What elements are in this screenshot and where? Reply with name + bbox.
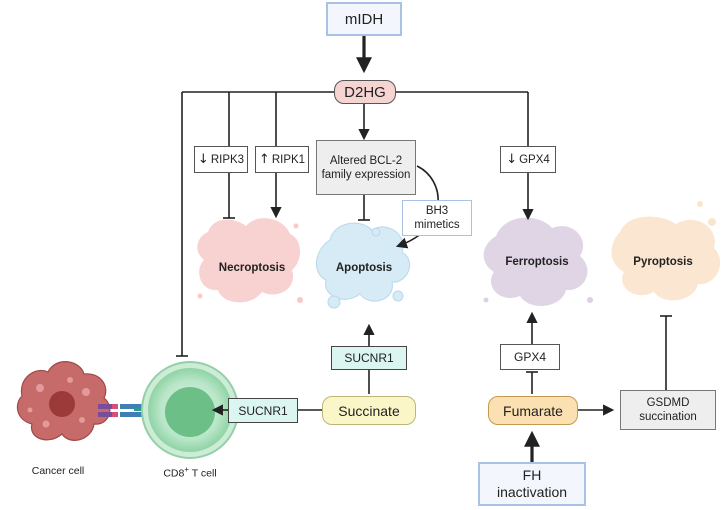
- altered-bcl2-label: Altered BCL-2 family expression: [321, 154, 411, 181]
- altered-bcl2-node: Altered BCL-2 family expression: [316, 140, 416, 195]
- apoptosis-label: Apoptosis: [335, 262, 393, 274]
- necroptosis-blob: [197, 218, 303, 303]
- succinate-node: Succinate: [322, 396, 416, 425]
- cancer-cell-label: Cancer cell: [31, 465, 85, 477]
- down-arrow-icon: ↓: [506, 152, 518, 167]
- d2hg-node: D2HG: [334, 80, 396, 104]
- apoptosis-blob: [316, 222, 411, 309]
- ripk1-label: RIPK1: [271, 153, 306, 166]
- sucnr1-tcell-label: SUCNR1: [238, 403, 288, 418]
- succinate-label: Succinate: [338, 402, 400, 419]
- ripk1-node: ↑ RIPK1: [255, 146, 309, 173]
- gpx4-mid-node: GPX4: [500, 344, 560, 370]
- fumarate-label: Fumarate: [503, 402, 563, 419]
- cancer-cell-illustration: [16, 361, 111, 441]
- fh-inactivation-label: FH inactivation: [496, 467, 568, 500]
- cd8-text: CD8: [163, 467, 185, 480]
- fh-inactivation-node: FH inactivation: [478, 462, 586, 506]
- t-cell-text: T cell: [189, 467, 217, 480]
- pyroptosis-blob: [611, 201, 721, 301]
- gpx4-top-label: GPX4: [519, 153, 550, 166]
- gpx4-top-node: ↓ GPX4: [500, 146, 556, 173]
- cd8-t-cell-illustration: [141, 361, 239, 459]
- ferroptosis-blob: [483, 217, 593, 307]
- d2hg-label: D2HG: [344, 83, 386, 101]
- pyroptosis-label: Pyroptosis: [633, 256, 693, 268]
- sucnr1-upper-label: SUCNR1: [344, 351, 394, 365]
- ripk3-node: ↓ RIPK3: [194, 146, 248, 173]
- midh-label: mIDH: [344, 10, 384, 28]
- gsdmd-succination-node: GSDMD succination: [620, 390, 716, 430]
- gpx4-mid-label: GPX4: [513, 350, 546, 364]
- necroptosis-label: Necroptosis: [218, 262, 286, 274]
- sucnr1-upper-node: SUCNR1: [331, 346, 407, 370]
- down-arrow-icon: ↓: [197, 152, 209, 167]
- bh3-mimetics-label: BH3 mimetics: [414, 205, 460, 231]
- ripk3-label: RIPK3: [210, 153, 245, 166]
- cd8-superscript: +: [184, 465, 190, 474]
- midh-node: mIDH: [326, 2, 402, 36]
- receptor-complex: [98, 404, 146, 417]
- fumarate-node: Fumarate: [488, 396, 578, 425]
- bh3-mimetics-node: BH3 mimetics: [402, 200, 472, 236]
- ferroptosis-label: Ferroptosis: [505, 256, 569, 268]
- cd8-t-cell-label: CD8+ T cell: [140, 465, 240, 480]
- gsdmd-succination-label: GSDMD succination: [639, 397, 697, 423]
- up-arrow-icon: ↑: [258, 152, 270, 167]
- sucnr1-tcell-node: SUCNR1: [228, 398, 298, 423]
